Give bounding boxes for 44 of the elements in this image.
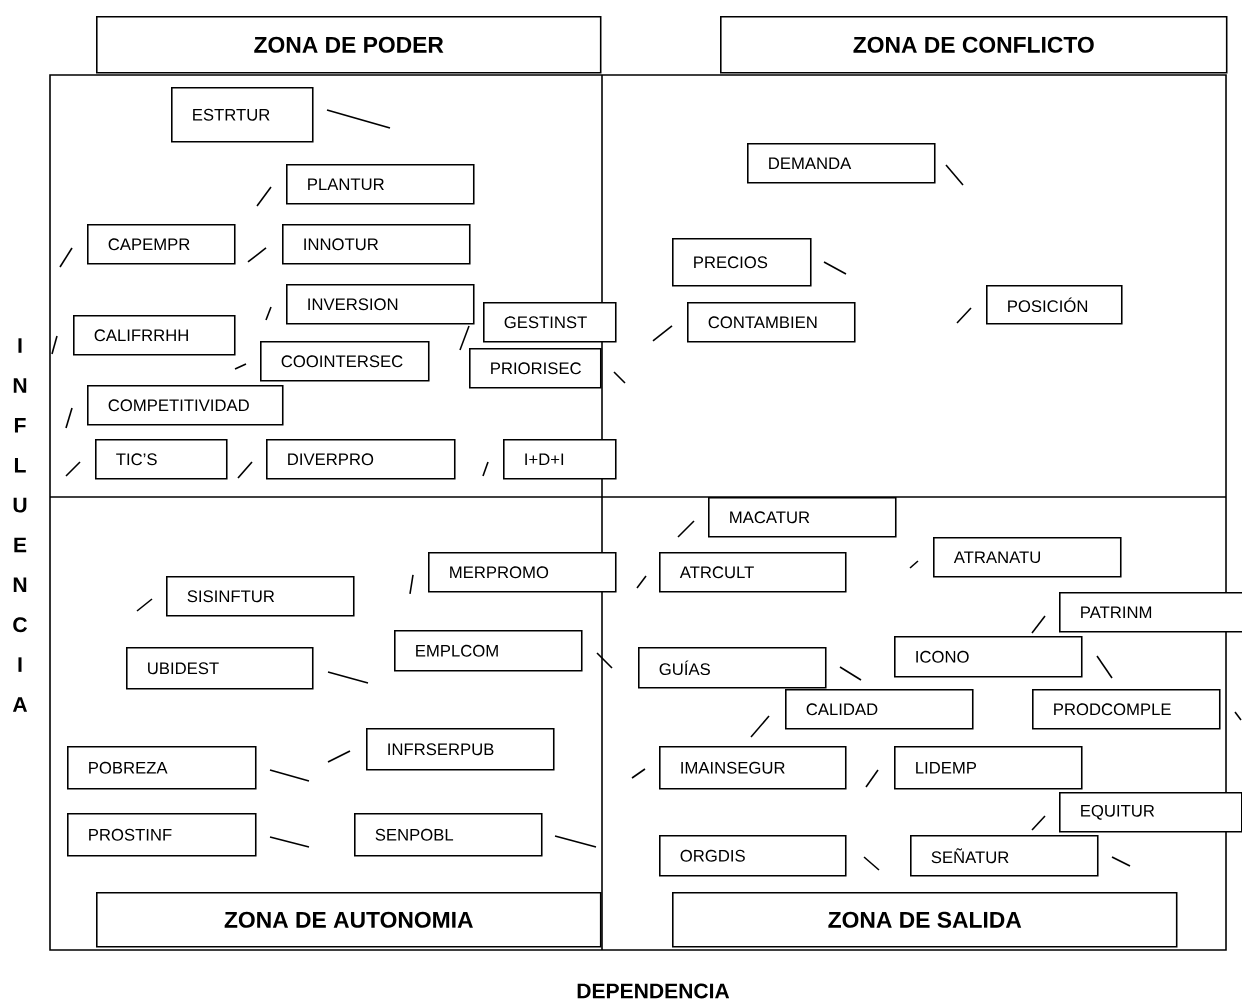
- zone-header-box: ZONA DE CONFLICTO: [720, 16, 1228, 74]
- variable-box: SENPOBL: [354, 813, 543, 857]
- variable-box: IMAINSEGUR: [659, 746, 847, 790]
- variable-box: ICONO: [894, 636, 1083, 678]
- axis-label: DEPENDENCIA: [577, 983, 730, 999]
- variable-box: MERPROMO: [428, 552, 617, 593]
- variable-box: SEÑATUR: [910, 835, 1099, 877]
- variable-box: INNOTUR: [282, 224, 471, 265]
- variable-box: PLANTUR: [286, 164, 475, 205]
- variable-box: GESTINST: [483, 302, 617, 343]
- variable-box: COOINTERSEC: [260, 341, 430, 382]
- variable-box: PATRINM: [1059, 592, 1242, 633]
- variable-box: CALIDAD: [785, 689, 974, 730]
- variable-box: PRIORISEC: [469, 348, 602, 389]
- variable-box: EQUITUR: [1059, 792, 1242, 833]
- zone-header-box: ZONA DE SALIDA: [672, 892, 1178, 948]
- variable-box: GUÍAS: [638, 647, 827, 689]
- variable-box: LIDEMP: [894, 746, 1083, 790]
- variable-box: EMPLCOM: [394, 630, 583, 672]
- variable-box: I+D+I: [503, 439, 617, 480]
- variable-box: COMPETITIVIDAD: [87, 385, 284, 426]
- axis-label: INFLUENCIA: [12, 338, 28, 712]
- variable-box: ATRANATU: [933, 537, 1122, 578]
- variable-box: DIVERPRO: [266, 439, 456, 480]
- variable-box: SISINFTUR: [166, 576, 355, 617]
- variable-box: DEMANDA: [747, 143, 936, 184]
- variable-box: INVERSION: [286, 284, 475, 325]
- variable-box: ORGDIS: [659, 835, 847, 877]
- variable-box: PRODCOMPLE: [1032, 689, 1221, 730]
- variable-box: MACATUR: [708, 497, 897, 538]
- variable-box: POBREZA: [67, 746, 257, 790]
- variable-box: CONTAMBIEN: [687, 302, 856, 343]
- variable-box: ESTRTUR: [171, 87, 314, 143]
- variable-box: ATRCULT: [659, 552, 847, 593]
- variable-box: TIC’S: [95, 439, 228, 480]
- variable-box: PROSTINF: [67, 813, 257, 857]
- variable-box: CAPEMPR: [87, 224, 236, 265]
- variable-box: UBIDEST: [126, 647, 314, 690]
- variable-box: INFRSERPUB: [366, 728, 555, 771]
- variable-box: POSICIÓN: [986, 285, 1123, 325]
- zone-header-box: ZONA DE AUTONOMIA: [96, 892, 602, 948]
- variable-box: PRECIOS: [672, 238, 812, 287]
- variable-box: CALIFRRHH: [73, 315, 236, 356]
- zone-header-box: ZONA DE PODER: [96, 16, 602, 74]
